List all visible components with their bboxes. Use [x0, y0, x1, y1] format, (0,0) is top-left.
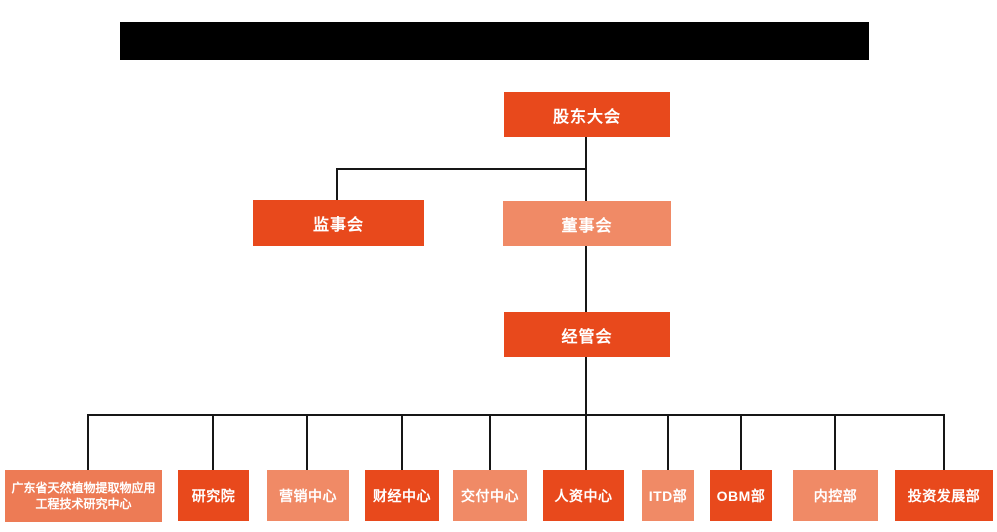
org-node-marketing-center: 营销中心	[267, 470, 349, 521]
org-node-management-committee: 经管会	[504, 312, 670, 357]
org-node-itd-department: ITD部	[642, 470, 694, 521]
connector-line	[585, 357, 587, 415]
connector-line	[489, 414, 491, 470]
org-node-finance-center: 财经中心	[365, 470, 439, 521]
org-node-shareholders-meeting: 股东大会	[504, 92, 670, 137]
connector-line	[401, 414, 403, 470]
connector-line	[336, 168, 338, 200]
redacted-title-bar	[120, 22, 869, 60]
org-node-research-institute: 研究院	[178, 470, 249, 521]
org-node-obm-department: OBM部	[710, 470, 772, 521]
connector-line	[336, 168, 587, 170]
connector-line	[585, 414, 587, 470]
connector-line	[87, 414, 89, 470]
connector-line	[306, 414, 308, 470]
connector-line	[834, 414, 836, 470]
connector-bus-line	[87, 414, 945, 416]
org-node-board-of-directors: 董事会	[503, 201, 671, 246]
org-node-supervisory-board: 监事会	[253, 200, 424, 246]
connector-line	[943, 414, 945, 470]
connector-line	[667, 414, 669, 470]
org-node-research-center: 广东省天然植物提取物应用工程技术研究中心	[5, 470, 162, 522]
org-node-hr-center: 人资中心	[543, 470, 624, 521]
connector-line	[740, 414, 742, 470]
connector-line	[585, 246, 587, 312]
org-node-investment-development-department: 投资发展部	[895, 470, 993, 521]
org-node-internal-control-department: 内控部	[793, 470, 878, 521]
connector-line	[212, 414, 214, 470]
org-node-delivery-center: 交付中心	[453, 470, 527, 521]
